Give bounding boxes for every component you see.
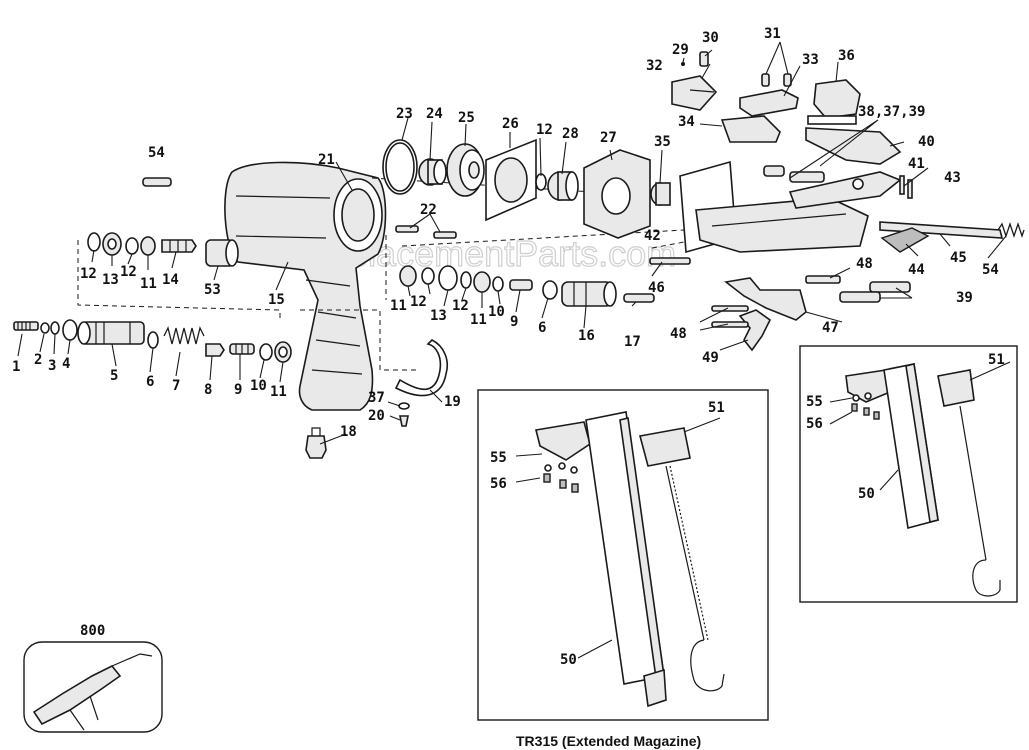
callout-49: 49 — [702, 350, 719, 366]
callout-1: 1 — [12, 359, 20, 375]
callout-54a: 54 — [148, 145, 165, 161]
callout-32: 32 — [646, 58, 663, 74]
callout-13a: 13 — [102, 272, 119, 288]
callout-9b: 9 — [510, 314, 518, 330]
callout-23: 23 — [396, 106, 413, 122]
callout-800: 800 — [80, 623, 105, 639]
lower-row-parts — [13, 319, 292, 363]
callout-11b: 11 — [140, 276, 157, 292]
callout-50a: 50 — [560, 652, 577, 668]
callout-7: 7 — [172, 378, 180, 394]
callout-55a: 55 — [490, 450, 507, 466]
callout-45: 45 — [950, 250, 967, 266]
callout-12e: 12 — [452, 298, 469, 314]
callout-5: 5 — [110, 368, 118, 384]
callout-46: 46 — [648, 280, 665, 296]
standard-magazine-parts — [845, 363, 1001, 597]
callout-31: 31 — [764, 26, 781, 42]
callout-37: 37 — [368, 390, 385, 406]
callout-51b: 51 — [988, 352, 1005, 368]
callout-2: 2 — [34, 352, 42, 368]
callout-12d: 12 — [410, 294, 427, 310]
callout-18: 18 — [340, 424, 357, 440]
callout-12b: 12 — [120, 264, 137, 280]
callout-34: 34 — [678, 114, 695, 130]
callout-51a: 51 — [708, 400, 725, 416]
callout-47: 47 — [822, 320, 839, 336]
callout-15: 15 — [268, 292, 285, 308]
callout-17: 17 — [624, 334, 641, 350]
callout-27: 27 — [600, 130, 617, 146]
callout-40: 40 — [918, 134, 935, 150]
callout-8: 8 — [204, 382, 212, 398]
callout-28: 28 — [562, 126, 579, 142]
callout-6b: 6 — [538, 320, 546, 336]
callout-14: 14 — [162, 272, 179, 288]
callout-30: 30 — [702, 30, 719, 46]
callout-50b: 50 — [858, 486, 875, 502]
callout-9a: 9 — [234, 382, 242, 398]
standard-magazine-panel — [799, 345, 1018, 603]
callout-labels: 1 2 3 4 5 6 7 8 9 10 11 12 13 12 11 14 5… — [12, 26, 1005, 668]
callout-24: 24 — [426, 106, 443, 122]
callout-41: 41 — [908, 156, 925, 172]
callout-56b: 56 — [806, 416, 823, 432]
callout-6a: 6 — [146, 374, 154, 390]
callout-16: 16 — [578, 328, 595, 344]
callout-10a: 10 — [250, 378, 267, 394]
nose-parts — [671, 51, 1025, 254]
callout-12c: 12 — [536, 122, 553, 138]
callout-48b: 48 — [670, 326, 687, 342]
callout-25: 25 — [458, 110, 475, 126]
callout-10b: 10 — [488, 304, 505, 320]
motor-parts — [382, 138, 671, 239]
callout-11d: 11 — [470, 312, 487, 328]
callout-55b: 55 — [806, 394, 823, 410]
callout-20: 20 — [368, 408, 385, 424]
callout-56a: 56 — [490, 476, 507, 492]
callout-11c: 11 — [390, 298, 407, 314]
callout-22: 22 — [420, 202, 437, 218]
callout-43: 43 — [944, 170, 961, 186]
leader-lines — [17, 41, 1011, 659]
callout-21: 21 — [318, 152, 335, 168]
callout-4: 4 — [62, 356, 70, 372]
callout-19: 19 — [444, 394, 461, 410]
callout-48a: 48 — [856, 256, 873, 272]
upper-left-parts — [87, 177, 239, 267]
lower-fittings — [305, 339, 448, 459]
callout-13b: 13 — [430, 308, 447, 324]
tool-housing — [224, 161, 387, 411]
callout-44: 44 — [908, 262, 925, 278]
callout-42: 42 — [644, 228, 661, 244]
assembly-guide — [77, 235, 416, 371]
callout-33: 33 — [802, 52, 819, 68]
callout-12a: 12 — [80, 266, 97, 282]
kit-800-tool — [32, 653, 153, 731]
callout-53: 53 — [204, 282, 221, 298]
callout-36: 36 — [838, 48, 855, 64]
middle-parts — [395, 225, 655, 307]
callout-38: 38,37,39 — [858, 104, 925, 120]
extended-magazine-parts — [535, 411, 725, 708]
kit-800-panel — [23, 641, 163, 733]
callout-11a: 11 — [270, 384, 287, 400]
callout-29: 29 — [672, 42, 689, 58]
callout-26: 26 — [502, 116, 519, 132]
magazine-caption: TR315 (Extended Magazine) — [516, 733, 701, 749]
callout-54b: 54 — [982, 262, 999, 278]
callout-35: 35 — [654, 134, 671, 150]
callout-39: 39 — [956, 290, 973, 306]
callout-3: 3 — [48, 358, 56, 374]
extended-magazine-panel — [477, 389, 769, 721]
